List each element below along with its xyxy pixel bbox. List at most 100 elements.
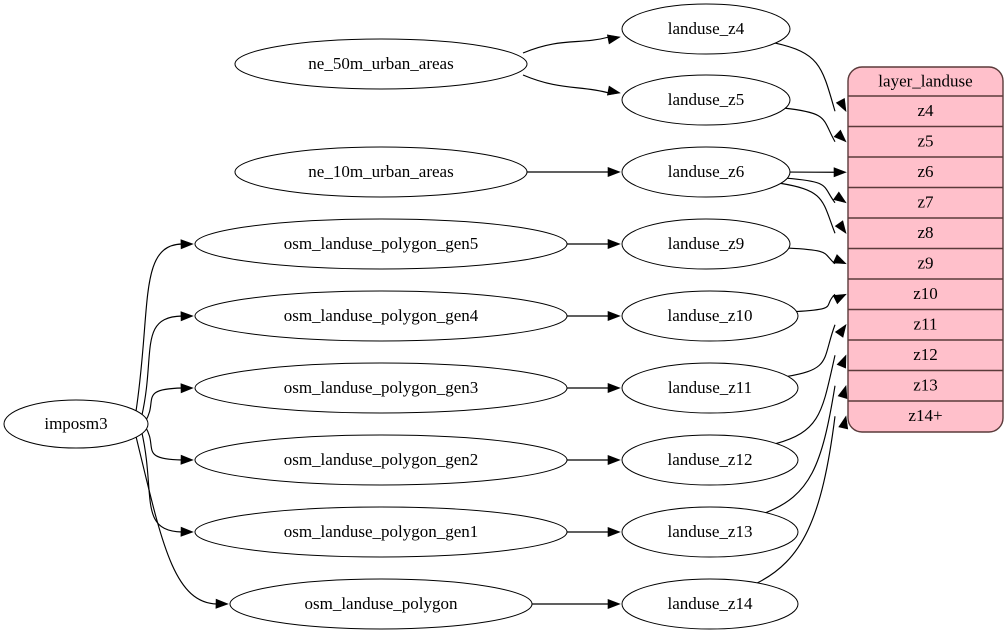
- layer-landuse-row-z6[interactable]: z6: [917, 162, 933, 181]
- node-shape-landuse-z6: [621, 146, 791, 198]
- node-landuse-z13[interactable]: landuse_z13: [621, 506, 799, 558]
- node-label-landuse-z14: landuse_z14: [668, 594, 753, 613]
- node-shape-osm-landuse-polygon-gen5: [194, 218, 568, 270]
- edge-landuse-z9-to-layer-landuse-z9-arrowhead: [832, 254, 847, 265]
- node-landuse-z6[interactable]: landuse_z6: [621, 146, 791, 198]
- edge-imposm3-to-osm-landuse-polygon-gen3-arrowhead: [180, 383, 194, 394]
- edge-ne-50m-urban-areas-to-landuse-z4-arrowhead: [606, 34, 621, 45]
- edge-imposm3-to-osm-landuse-polygon-gen2: [144, 426, 183, 461]
- node-shape-landuse-z9: [621, 218, 791, 270]
- edge-landuse-z6-to-layer-landuse-z7-arrowhead: [833, 191, 847, 204]
- edge-imposm3-to-osm-landuse-polygon-gen3: [144, 387, 183, 422]
- node-osm-landuse-polygon-gen4[interactable]: osm_landuse_polygon_gen4: [194, 290, 568, 342]
- node-label-landuse-z6: landuse_z6: [668, 162, 744, 181]
- node-shape-osm-landuse-polygon-gen2: [194, 434, 568, 486]
- node-landuse-z12[interactable]: landuse_z12: [621, 434, 799, 486]
- layer-landuse-row-z14[interactable]: z14+: [908, 406, 942, 425]
- edges-layer: [135, 34, 849, 610]
- node-label-osm-landuse-polygon-gen1: osm_landuse_polygon_gen1: [284, 522, 479, 541]
- edge-landuse-z13-to-layer-landuse-z13-arrowhead: [837, 384, 848, 399]
- node-label-imposm3: imposm3: [44, 414, 107, 433]
- layer-landuse-row-z5[interactable]: z5: [917, 132, 933, 151]
- edge-landuse-z11-to-layer-landuse-z11: [786, 324, 836, 378]
- node-landuse-z4[interactable]: landuse_z4: [621, 3, 791, 55]
- node-shape-landuse-z12: [621, 434, 799, 486]
- layer-landuse-box: [847, 66, 1004, 433]
- node-shape-osm-landuse-polygon-gen3: [194, 362, 568, 414]
- node-label-osm-landuse-polygon-gen5: osm_landuse_polygon_gen5: [284, 234, 479, 253]
- node-shape-imposm3: [3, 399, 149, 449]
- node-label-ne-10m-urban-areas: ne_10m_urban_areas: [308, 162, 453, 181]
- edge-landuse-z4-to-layer-landuse-z4-arrowhead: [835, 98, 847, 112]
- edge-ne-10m-urban-areas-to-landuse-z6-arrowhead: [607, 166, 621, 178]
- edge-osm-landuse-polygon-gen5-to-landuse-z9-arrowhead: [607, 238, 621, 250]
- node-label-osm-landuse-polygon-gen3: osm_landuse_polygon_gen3: [284, 378, 479, 397]
- edge-imposm3-to-osm-landuse-polygon-gen5-arrowhead: [180, 239, 194, 250]
- node-label-osm-landuse-polygon: osm_landuse_polygon: [305, 594, 458, 613]
- node-label-landuse-z13: landuse_z13: [668, 522, 753, 541]
- layer-landuse-row-z11[interactable]: z11: [914, 315, 938, 334]
- layer-landuse-row-z4[interactable]: z4: [917, 101, 934, 120]
- layer-landuse-row-z7[interactable]: z7: [917, 193, 934, 212]
- node-landuse-z14[interactable]: landuse_z14: [621, 578, 799, 630]
- node-shape-landuse-z14: [621, 578, 799, 630]
- edge-osm-landuse-polygon-gen4-to-landuse-z10-arrowhead: [607, 310, 621, 322]
- edge-landuse-z12-to-layer-landuse-z12-arrowhead: [836, 354, 847, 369]
- edge-landuse-z11-to-layer-landuse-z11-arrowhead: [834, 324, 847, 338]
- layer-landuse-title: layer_landuse: [878, 71, 972, 90]
- layer-landuse-record[interactable]: layer_landuse z4 z5 z6 z7 z8 z9 z10 z11 z12 z13 z14…: [847, 66, 1004, 433]
- edge-imposm3-to-osm-landuse-polygon-gen1: [141, 431, 183, 533]
- edge-landuse-z5-to-layer-landuse-z5: [784, 107, 836, 143]
- node-shape-osm-landuse-polygon: [229, 578, 533, 630]
- node-shape-osm-landuse-polygon-gen1: [194, 506, 568, 558]
- edge-landuse-z4-to-layer-landuse-z4: [774, 42, 836, 112]
- node-label-ne-50m-urban-areas: ne_50m_urban_areas: [308, 54, 453, 73]
- node-label-landuse-z10: landuse_z10: [668, 306, 753, 325]
- edge-ne-50m-urban-areas-to-landuse-z4: [522, 36, 610, 54]
- node-shape-ne-50m-urban-areas: [234, 38, 528, 90]
- edge-landuse-z5-to-layer-landuse-z5-arrowhead: [833, 129, 847, 143]
- node-ne-10m-urban-areas[interactable]: ne_10m_urban_areas: [234, 146, 528, 198]
- node-shape-landuse-z4: [621, 3, 791, 55]
- node-landuse-z10[interactable]: landuse_z10: [621, 290, 799, 342]
- edge-ne-50m-urban-areas-to-landuse-z5-arrowhead: [606, 85, 621, 96]
- edge-osm-landuse-polygon-to-landuse-z14-arrowhead: [607, 598, 621, 610]
- node-osm-landuse-polygon-gen2[interactable]: osm_landuse_polygon_gen2: [194, 434, 568, 486]
- node-label-landuse-z12: landuse_z12: [668, 450, 753, 469]
- edge-imposm3-to-osm-landuse-polygon-gen4-arrowhead: [180, 311, 194, 322]
- node-osm-landuse-polygon-gen1[interactable]: osm_landuse_polygon_gen1: [194, 506, 568, 558]
- edge-imposm3-to-osm-landuse-polygon-arrowhead: [215, 598, 229, 609]
- layer-landuse-table: layer_landuse z4 z5 z6 z7 z8 z9 z10 z11 z12 z13 z14…: [847, 66, 1004, 433]
- node-landuse-z9[interactable]: landuse_z9: [621, 218, 791, 270]
- edge-imposm3-to-osm-landuse-polygon-gen2-arrowhead: [180, 454, 194, 465]
- node-ne-50m-urban-areas[interactable]: ne_50m_urban_areas: [234, 38, 528, 90]
- node-label-landuse-z11: landuse_z11: [668, 378, 752, 397]
- node-shape-landuse-z10: [621, 290, 799, 342]
- edge-landuse-z6-to-layer-landuse-z8-arrowhead: [834, 220, 847, 234]
- edge-osm-landuse-polygon-gen1-to-landuse-z13-arrowhead: [607, 526, 621, 538]
- layer-landuse-row-z8[interactable]: z8: [917, 223, 933, 242]
- node-osm-landuse-polygon[interactable]: osm_landuse_polygon: [229, 578, 533, 630]
- layer-landuse-row-z13[interactable]: z13: [913, 376, 938, 395]
- node-shape-landuse-z11: [621, 362, 799, 414]
- nodes-layer: imposm3 ne_50m_urban_areas ne_10m_urban_ar…: [3, 3, 799, 630]
- node-landuse-z11[interactable]: landuse_z11: [621, 362, 799, 414]
- node-label-osm-landuse-polygon-gen4: osm_landuse_polygon_gen4: [284, 306, 479, 325]
- edge-imposm3-to-osm-landuse-polygon: [135, 435, 218, 605]
- edge-landuse-z14-to-layer-landuse-z14: [756, 416, 836, 584]
- edge-landuse-z6-to-layer-landuse-z8: [779, 182, 836, 234]
- node-osm-landuse-polygon-gen5[interactable]: osm_landuse_polygon_gen5: [194, 218, 568, 270]
- edge-imposm3-to-osm-landuse-polygon-gen1-arrowhead: [180, 526, 194, 537]
- node-osm-landuse-polygon-gen3[interactable]: osm_landuse_polygon_gen3: [194, 362, 568, 414]
- layer-landuse-row-z9[interactable]: z9: [917, 254, 933, 273]
- edge-landuse-z10-to-layer-landuse-z10: [795, 293, 836, 313]
- node-label-landuse-z4: landuse_z4: [668, 19, 745, 38]
- node-imposm3[interactable]: imposm3: [3, 399, 149, 449]
- layer-landuse-row-z12[interactable]: z12: [913, 345, 938, 364]
- layer-landuse-row-z10[interactable]: z10: [913, 284, 938, 303]
- node-shape-ne-10m-urban-areas: [234, 146, 528, 198]
- node-landuse-z5[interactable]: landuse_z5: [621, 74, 791, 126]
- edge-landuse-z6-to-layer-landuse-z6-arrowhead: [833, 167, 847, 178]
- edge-imposm3-to-osm-landuse-polygon-gen5: [135, 243, 183, 413]
